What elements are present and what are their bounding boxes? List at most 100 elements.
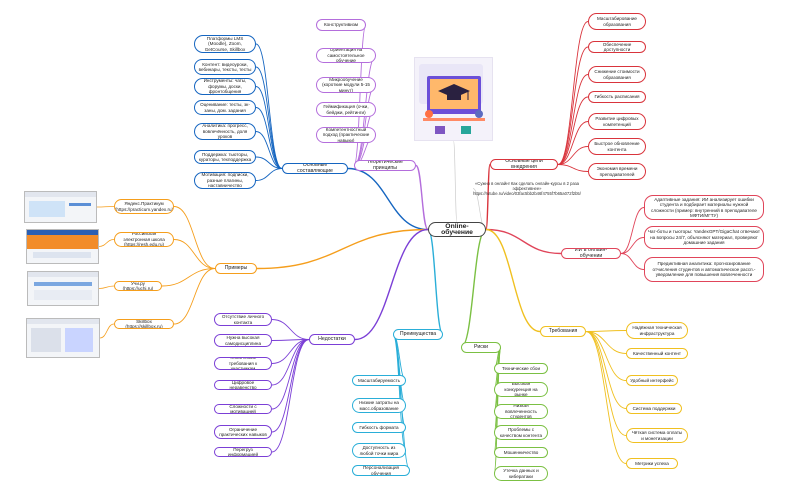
- video-link-note[interactable]: «Сужно в онлайн! Как сделать онлайн-курс…: [473, 181, 581, 196]
- central-topic[interactable]: Online-обучение: [428, 222, 486, 237]
- branch-advantages[interactable]: Преимущества: [393, 329, 443, 340]
- branch-goals[interactable]: Основные цели внедрения: [490, 159, 558, 170]
- leaf-connector: [255, 156, 283, 169]
- examples-item[interactable]: Skillbox (https://skillbox.ru): [114, 319, 174, 329]
- theory-item[interactable]: Микрообучение (короткие модули 5-15 мину…: [316, 77, 376, 93]
- branch-requirements[interactable]: Требования: [540, 326, 586, 337]
- examples-item[interactable]: Яндекс.Практикум (https://practicum.yand…: [114, 199, 174, 214]
- branch-connector: [347, 167, 429, 231]
- graduation-cap-illustration: [414, 57, 493, 141]
- leaf-connector: [585, 331, 627, 464]
- goals-item[interactable]: Обеспечение доступности: [588, 41, 646, 53]
- goals-item[interactable]: Гибкость расписания: [588, 91, 646, 103]
- ai-item[interactable]: Чат-боты и тьюторы: YandexGPT/GigaChat о…: [644, 226, 764, 249]
- advantages-item[interactable]: Низкие затраты на масс.образование: [352, 398, 406, 413]
- leaf-connector: [255, 86, 283, 169]
- branch-drawbacks[interactable]: Недостатки: [309, 334, 355, 345]
- theory-item[interactable]: Конструктивизм: [316, 19, 366, 31]
- drawbacks-item[interactable]: Отсутствие личного контакта: [214, 313, 272, 326]
- requirements-item[interactable]: Качественный контент: [626, 348, 688, 359]
- platforms-item[interactable]: Контент: видеоуроки, вебинары, тексты, т…: [194, 59, 256, 75]
- platforms-item[interactable]: Платформы LMS (Moodle), Zoom, GetCourse,…: [194, 35, 256, 53]
- theory-item[interactable]: Ориентация на самостоятельное обучение: [316, 48, 376, 63]
- goals-item[interactable]: Снижение стоимости образования: [588, 66, 646, 83]
- leaf-connector: [271, 319, 310, 340]
- leaf-connector: [557, 21, 589, 165]
- requirements-item[interactable]: Система поддержки: [626, 403, 682, 414]
- screenshot-connector: [98, 239, 115, 247]
- branch-connector: [427, 228, 444, 336]
- drawbacks-item[interactable]: Цифровое неравенство: [214, 380, 272, 390]
- risks-item[interactable]: Проблемы с качеством контента: [494, 425, 548, 440]
- platforms-item[interactable]: Оценивание: тесты, эк-заны, дом. задания: [194, 100, 256, 115]
- theory-item[interactable]: Геймификация (очки, бейджи, рейтинги): [316, 102, 376, 117]
- drawbacks-item[interactable]: Сложности с мотивацией: [214, 404, 272, 414]
- leaf-connector: [353, 84, 377, 166]
- drawbacks-item[interactable]: Нужна высокая самодисциплина: [214, 334, 272, 347]
- requirements-item[interactable]: Удобный интерфейс: [626, 375, 678, 386]
- platforms-item[interactable]: Мотивация: подписки, разные плагины, нас…: [194, 172, 256, 189]
- goals-item[interactable]: Экономия времени преподавателей: [588, 163, 646, 180]
- leaf-connector: [585, 330, 627, 332]
- leaf-connector: [255, 131, 283, 169]
- leaf-connector: [255, 66, 283, 169]
- branch-ai[interactable]: ИИ в онлайн-обучении: [561, 248, 621, 259]
- advantages-item[interactable]: Гибкость формата: [352, 422, 406, 433]
- branch-connector: [485, 228, 541, 333]
- drawbacks-item[interactable]: Перегруз информацией: [214, 447, 272, 457]
- screenshot-connector: [96, 206, 115, 208]
- screenshot-resh: [26, 229, 99, 264]
- central-topic-label: Online-обучение: [441, 223, 473, 236]
- leaf-connector: [173, 239, 216, 269]
- branch-risks[interactable]: Риски: [461, 342, 501, 353]
- leaf-connector: [557, 164, 589, 172]
- leaf-connector: [557, 146, 589, 165]
- branch-platforms[interactable]: Основные составляющие: [282, 163, 348, 174]
- branch-examples[interactable]: Примеры: [215, 263, 257, 274]
- requirements-item[interactable]: Чёткая система оплаты и монетизации: [626, 428, 688, 443]
- leaf-connector: [585, 331, 627, 436]
- screenshot-practicum: [24, 191, 97, 223]
- drawbacks-item[interactable]: Ограничение практических навыков: [214, 425, 272, 439]
- leaf-connector: [173, 268, 216, 325]
- leaf-connector: [271, 339, 310, 433]
- drawbacks-item[interactable]: Технические требования к участникам: [214, 357, 272, 370]
- branch-theory[interactable]: Теоретические принципы: [354, 160, 416, 171]
- leaf-connector: [557, 46, 589, 165]
- screenshot-uchi: [27, 271, 99, 306]
- risks-item[interactable]: Утечка данных и кибератаки: [494, 466, 548, 481]
- risks-item[interactable]: Низкая вовлеченность студентов: [494, 404, 548, 419]
- risks-item[interactable]: Мошенничество: [494, 447, 548, 458]
- leaf-connector: [392, 334, 407, 451]
- leaf-connector: [271, 339, 310, 410]
- risks-item[interactable]: Высокая конкуренция на рынке: [494, 382, 548, 397]
- leaf-connector: [557, 121, 589, 165]
- requirements-item[interactable]: Надёжная техническая инфраструктура: [626, 322, 688, 339]
- risks-item[interactable]: Технические сбои: [494, 363, 548, 374]
- leaf-connector: [620, 237, 645, 254]
- leaf-connector: [255, 107, 283, 169]
- leaf-connector: [255, 168, 283, 181]
- branch-connector: [415, 164, 429, 231]
- illustration-connector: [453, 140, 458, 223]
- advantages-item[interactable]: Масштабируемость: [352, 375, 406, 386]
- platforms-item[interactable]: Аналитика: прогресс, вовлечённость, доля…: [194, 123, 256, 140]
- leaf-connector: [255, 43, 283, 169]
- leaf-connector: [353, 24, 367, 166]
- graduation-cap-icon: [419, 64, 485, 134]
- examples-item[interactable]: Российская электронная школа (https://re…: [114, 232, 174, 247]
- goals-item[interactable]: Развитие цифровых компетенций: [588, 113, 646, 130]
- examples-item[interactable]: Учи.ру (https://uchi.ru): [114, 281, 162, 291]
- advantages-item[interactable]: Персонализация обучения: [352, 465, 410, 476]
- ai-item[interactable]: Предиктивная аналитика: прогнозирование …: [644, 257, 764, 282]
- requirements-item[interactable]: Метрики успеха: [626, 458, 678, 469]
- platforms-item[interactable]: Поддержка: тьюторы, кураторы, техподдерж…: [194, 150, 256, 164]
- platforms-item[interactable]: Инструменты: чаты, форумы, доски, фронто…: [194, 78, 256, 95]
- ai-item[interactable]: Адаптивные задания: ИИ анализирует ошибк…: [644, 195, 764, 220]
- leaf-connector: [557, 74, 589, 165]
- leaf-connector: [620, 253, 645, 270]
- advantages-item[interactable]: Доступность из любой точки мира: [352, 443, 406, 458]
- theory-item[interactable]: Компетентностный подход (практические на…: [316, 127, 376, 143]
- goals-item[interactable]: Масштабирование образования: [588, 13, 646, 30]
- goals-item[interactable]: Быстрое обновление контента: [588, 138, 646, 155]
